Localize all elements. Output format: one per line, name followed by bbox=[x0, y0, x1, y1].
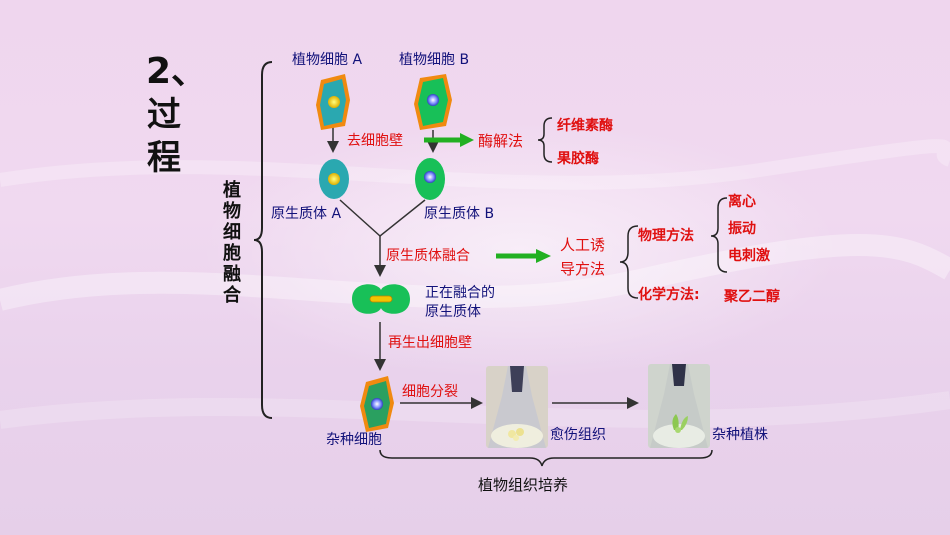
physical-method-label: 物理方法 bbox=[638, 228, 694, 244]
plant-cell-b bbox=[414, 74, 452, 130]
section-title-char-2: 程 bbox=[147, 138, 181, 178]
protoplast-b-label: 原生质体 B bbox=[424, 206, 495, 222]
section-number: 2、 bbox=[146, 51, 208, 92]
chemical-item-peg: 聚乙二醇 bbox=[724, 289, 780, 305]
protoplast-a bbox=[319, 159, 349, 199]
hybrid-cell bbox=[360, 376, 394, 432]
section-title-char-1: 过 bbox=[147, 95, 181, 135]
induction-label-line2: 导方法 bbox=[560, 260, 606, 278]
brace-physical bbox=[710, 197, 728, 273]
callus-label: 愈伤组织 bbox=[550, 427, 606, 443]
cell-a-label: 植物细胞 A bbox=[292, 52, 363, 68]
physical-item-vibration: 振动 bbox=[728, 221, 756, 237]
protoplast-b bbox=[415, 158, 445, 200]
step-cell-division: 细胞分裂 bbox=[402, 384, 458, 400]
step-regenerate-wall: 再生出细胞壁 bbox=[388, 335, 472, 351]
step-remove-wall: 去细胞壁 bbox=[347, 133, 403, 149]
brace-induction bbox=[619, 225, 639, 299]
physical-item-electric-stimulation: 电刺激 bbox=[728, 248, 770, 264]
cell-b-label: 植物细胞 B bbox=[399, 52, 470, 68]
physical-item-centrifuge: 离心 bbox=[728, 194, 756, 210]
tissue-culture-label: 植物组织培养 bbox=[478, 476, 569, 494]
plant-cell-a bbox=[316, 74, 350, 130]
bottom-brace bbox=[379, 449, 713, 467]
step-protoplast-fusion: 原生质体融合 bbox=[386, 248, 470, 264]
brace-enzymes bbox=[537, 117, 553, 163]
hybrid-plant-flask-image bbox=[648, 364, 710, 448]
hybrid-cell-label: 杂种细胞 bbox=[326, 432, 382, 448]
callus-flask-image bbox=[486, 366, 548, 448]
protoplast-a-label: 原生质体 A bbox=[271, 206, 342, 222]
enzyme-item-pectinase: 果胶酶 bbox=[557, 151, 599, 167]
enzyme-item-cellulase: 纤维素酶 bbox=[557, 118, 613, 134]
left-brace bbox=[253, 61, 273, 419]
fusing-label-line2: 原生质体 bbox=[425, 304, 481, 320]
side-label: 植物细胞融合 bbox=[223, 180, 241, 306]
induction-label-line1: 人工诱 bbox=[560, 236, 606, 254]
fusing-label-line1: 正在融合的 bbox=[425, 285, 495, 301]
hybrid-plant-label: 杂种植株 bbox=[712, 427, 768, 443]
fusing-protoplast bbox=[352, 284, 410, 314]
enzyme-method-label: 酶解法 bbox=[478, 132, 524, 150]
chemical-method-label: 化学方法: bbox=[638, 287, 700, 303]
